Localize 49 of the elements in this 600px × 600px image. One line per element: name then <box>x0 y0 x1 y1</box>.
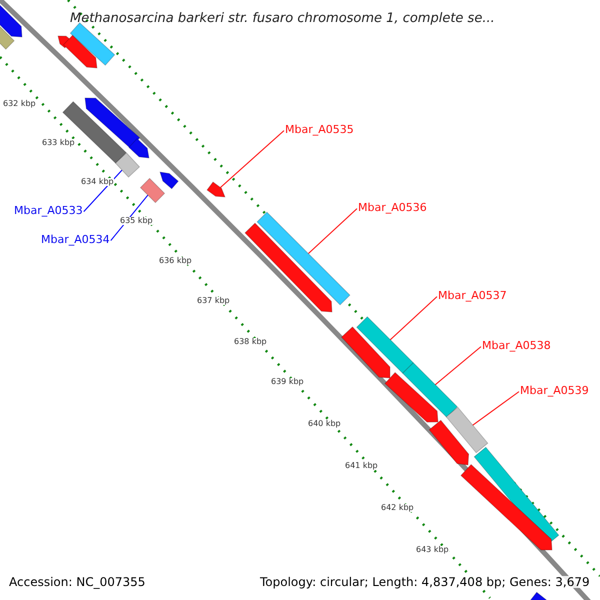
position-label: 634 kbp <box>81 178 114 186</box>
gene-block <box>384 372 438 422</box>
leader-line <box>472 391 520 426</box>
gene-block <box>160 172 179 190</box>
gene-label: Mbar_A0537 <box>438 290 507 301</box>
gene-bar <box>70 22 116 66</box>
gene-bar <box>62 101 127 164</box>
gene-block <box>206 182 226 198</box>
position-label: 641 kbp <box>345 462 378 470</box>
gene-label: Mbar_A0534 <box>41 234 110 245</box>
position-label: 633 kbp <box>42 139 75 147</box>
gene-block <box>428 420 470 466</box>
gene-label: Mbar_A0533 <box>14 205 83 216</box>
leader-line <box>83 170 122 212</box>
gene-bar <box>140 178 166 204</box>
gene-block <box>128 138 150 158</box>
gene-label: Mbar_A0536 <box>358 202 427 213</box>
gene-bar <box>402 362 458 418</box>
gene-bar <box>446 406 488 454</box>
gene-block <box>460 464 552 550</box>
leader-line <box>110 194 148 242</box>
gene-block <box>341 326 390 378</box>
position-label: 643 kbp <box>416 546 449 554</box>
title: Methanosarcina barkeri str. fusaro chromosome 1, complete se... <box>70 12 495 25</box>
gene-label: Mbar_A0535 <box>285 124 354 135</box>
position-label: 640 kbp <box>308 420 341 428</box>
gene-block <box>244 222 332 312</box>
position-label: 636 kbp <box>159 257 192 265</box>
gene-block <box>63 34 98 68</box>
gene-label: Mbar_A0539 <box>520 385 589 396</box>
footer-text: Accession: NC_007355 <box>9 576 146 588</box>
position-label: 632 kbp <box>3 100 36 108</box>
position-label: 642 kbp <box>381 504 414 512</box>
gene-block <box>0 4 22 38</box>
leader-line <box>434 346 482 386</box>
gene-bar <box>0 25 15 50</box>
position-label: 639 kbp <box>271 378 304 386</box>
leader-line <box>308 208 358 254</box>
gene-bar <box>115 152 140 178</box>
gene-bar <box>256 212 350 306</box>
position-label: 637 kbp <box>197 297 230 305</box>
gene-bar <box>356 316 414 374</box>
position-label: 635 kbp <box>120 217 153 225</box>
leader-line <box>390 296 438 340</box>
footer-text: Topology: circular; Length: 4,837,408 bp; Genes: 3,679 <box>260 576 590 588</box>
position-label: 638 kbp <box>234 338 267 346</box>
gene-label: Mbar_A0538 <box>482 340 551 351</box>
gene-block <box>84 98 140 149</box>
leader-line <box>220 130 284 188</box>
